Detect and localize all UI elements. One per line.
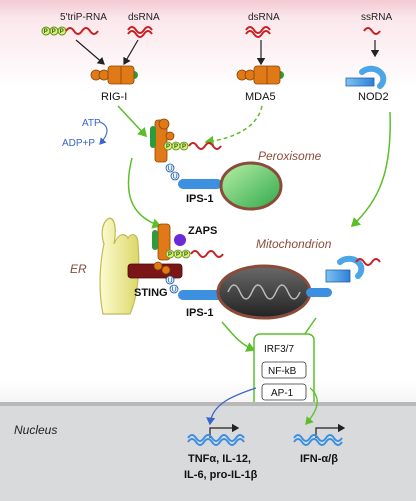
gene-interferon: IFN-α/β: [293, 423, 346, 465]
label-irf3-7: IRF3/7: [264, 344, 294, 355]
mitochondrion: Mitochondrion: [216, 237, 332, 320]
svg-text:P: P: [168, 252, 172, 258]
rna-strand-icon: [188, 142, 222, 150]
peroxisome: Peroxisome: [219, 149, 322, 211]
label-5triP-rna: 5'triP-RNA: [60, 12, 107, 23]
dsrna-icon: [127, 26, 153, 34]
arrow-icon: [204, 105, 263, 147]
label-ips1-top: IPS-1: [186, 193, 214, 205]
arrow-icon: [117, 105, 148, 138]
svg-text:U: U: [168, 277, 173, 284]
svg-text:P: P: [44, 29, 48, 35]
arrow-icon: [127, 157, 162, 229]
rigi-on-peroxisome: P P P U U: [150, 118, 222, 181]
nod2-mitochondrial: [306, 255, 381, 297]
label-peroxisome: Peroxisome: [258, 149, 322, 163]
label-p: P: [166, 144, 170, 150]
triphosphate-icon: P P P: [41, 26, 67, 36]
rigi-sensor: RIG-I: [90, 65, 138, 103]
arrow-icon: [305, 387, 318, 425]
label-sting: STING: [134, 287, 168, 299]
label-ssrna: ssRNA: [361, 12, 392, 23]
rna-strand-icon: [190, 250, 224, 258]
label-u: U: [168, 165, 173, 172]
arrow-icon: [123, 39, 139, 66]
label-gene-proinflammatory-2: IL-6, pro-IL-1β: [184, 469, 258, 481]
rna-strand-icon: [355, 258, 381, 266]
label-ap1: AP-1: [271, 388, 294, 399]
arrow-icon: [206, 387, 257, 426]
mda5-sensor: MDA5: [236, 65, 284, 103]
label-rigi: RIG-I: [101, 91, 127, 103]
nucleus: Nucleus: [0, 402, 416, 501]
endoplasmic-reticulum: ER: [70, 217, 140, 315]
label-dsrna-1: dsRNA: [128, 12, 160, 23]
label-adp: ADP+P: [62, 138, 95, 149]
ligand-5triP-rna: 5'triP-RNA P P P: [41, 12, 107, 36]
ssrna-icon: [363, 27, 381, 35]
label-atp: ATP: [82, 118, 101, 129]
zaps-complex: ZAPS P P P U U: [152, 223, 224, 294]
label-zaps: ZAPS: [188, 225, 217, 237]
svg-text:P: P: [174, 144, 178, 150]
label-mda5: MDA5: [245, 91, 276, 103]
svg-text:P: P: [60, 29, 64, 35]
label-nod2: NOD2: [358, 91, 389, 103]
label-dsrna-2: dsRNA: [248, 12, 280, 23]
label-mitochondrion: Mitochondrion: [256, 237, 332, 251]
label-gene-interferon: IFN-α/β: [300, 453, 338, 465]
svg-text:U: U: [173, 173, 178, 180]
label-nfkb: NF-kB: [268, 366, 297, 377]
ips1-peroxisome: IPS-1: [178, 179, 222, 205]
nod2-sensor: NOD2: [345, 65, 389, 103]
label-ips1-bottom: IPS-1: [186, 307, 214, 319]
ligand-ssrna: ssRNA: [361, 12, 392, 35]
transcription-factors: IRF3/7 NF-kB AP-1: [253, 333, 315, 415]
dsrna-icon: [245, 26, 271, 34]
atp-hydrolysis: ATP ADP+P: [62, 118, 108, 149]
arrow-icon: [221, 321, 256, 352]
rna-strand-icon: [65, 27, 99, 35]
gene-proinflammatory: TNFα, IL-12, IL-6, pro-IL-1β: [184, 423, 258, 481]
label-nucleus: Nucleus: [14, 423, 57, 437]
svg-text:U: U: [172, 286, 177, 293]
arrow-icon: [75, 39, 105, 65]
label-gene-proinflammatory-1: TNFα, IL-12,: [188, 453, 251, 465]
ligand-dsrna-2: dsRNA: [245, 12, 280, 38]
label-er: ER: [70, 262, 87, 276]
arrow-icon: [350, 111, 391, 228]
svg-text:P: P: [176, 252, 180, 258]
svg-text:P: P: [184, 252, 188, 258]
arrow-icon: [99, 121, 108, 145]
svg-text:P: P: [52, 29, 56, 35]
svg-text:P: P: [182, 144, 186, 150]
ligand-dsrna-1: dsRNA: [127, 12, 160, 38]
